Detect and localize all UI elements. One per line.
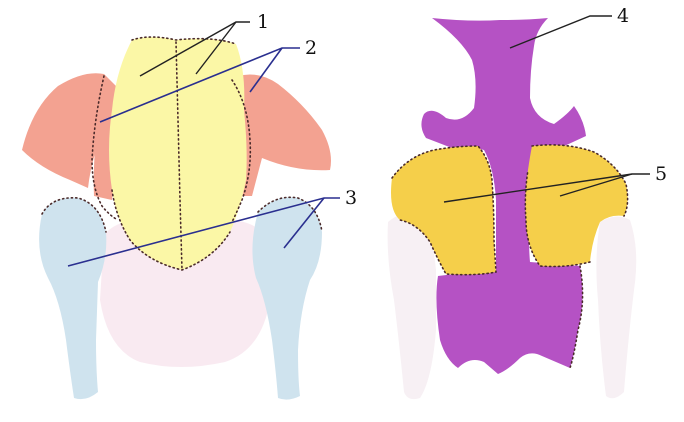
right-figure-faint-left — [388, 214, 436, 399]
right-figure: 4 5 — [388, 5, 667, 399]
left-upper-arm-region — [39, 198, 106, 399]
label-2: 2 — [305, 37, 317, 59]
label-4: 4 — [617, 5, 629, 27]
right-figure-faint-right — [596, 216, 636, 398]
label-1: 1 — [257, 11, 269, 33]
central-yellow-region — [109, 37, 247, 270]
label-5: 5 — [655, 163, 667, 185]
left-figure: 1 2 3 — [22, 11, 357, 400]
label-3: 3 — [345, 187, 357, 209]
